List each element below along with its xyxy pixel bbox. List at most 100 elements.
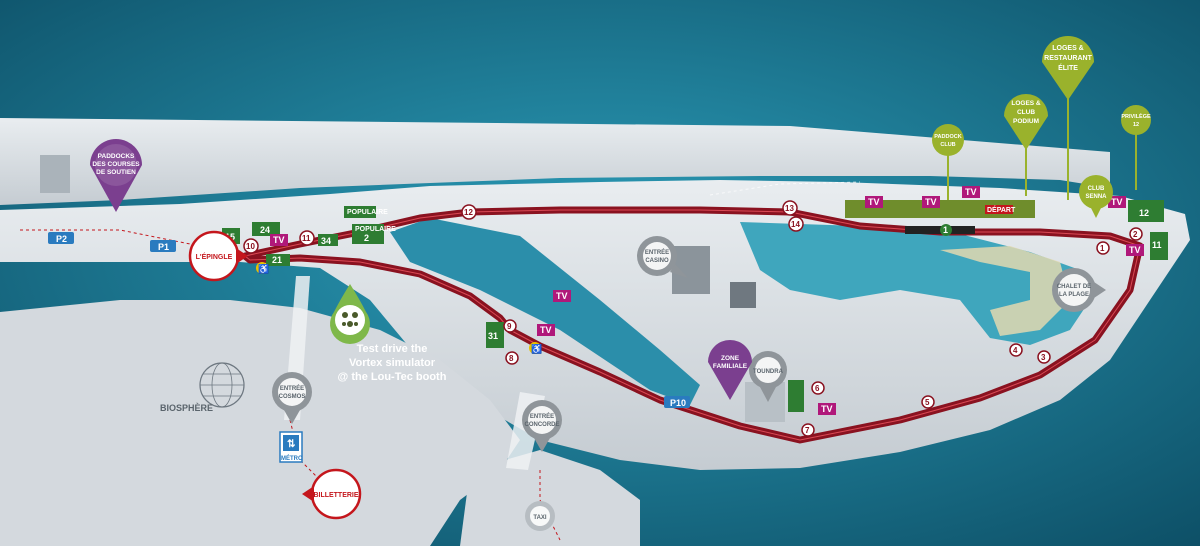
svg-text:12: 12 xyxy=(464,208,473,217)
entree-concorde-label-1: ENTRÉE xyxy=(530,412,554,420)
grandstand-24: 24 xyxy=(252,222,280,236)
metro-icon: ⇅ MÉTRO xyxy=(279,431,303,463)
loges-club-podium-pin[interactable]: LOGES & CLUB PODIUM xyxy=(1004,94,1048,196)
privilege-pin[interactable]: PRIVILÈGE 12 xyxy=(1121,105,1151,190)
svg-text:4: 4 xyxy=(1013,346,1018,355)
svg-text:6: 6 xyxy=(815,384,820,393)
sainte-helene-island xyxy=(0,300,520,546)
svg-text:TV: TV xyxy=(540,325,552,335)
zone-familiale-pin[interactable]: ZONE FAMILIALE xyxy=(708,340,752,400)
svg-text:34: 34 xyxy=(321,236,331,246)
svg-text:24: 24 xyxy=(260,225,270,235)
vortex-simulator-pin[interactable] xyxy=(330,284,370,344)
svg-text:POPULAIRE: POPULAIRE xyxy=(347,209,388,216)
svg-text:7: 7 xyxy=(805,426,810,435)
race-track-edge xyxy=(244,209,1141,441)
parking-p2-icon: P2 xyxy=(48,232,74,244)
grandstand-populaire: POPULAIRE xyxy=(344,206,388,218)
toundra-label: TOUNDRA xyxy=(753,369,784,375)
svg-text:11: 11 xyxy=(1152,240,1162,250)
paddocks-label-2: DES COURSES xyxy=(92,161,140,168)
loges-podium-label-2: CLUB xyxy=(1017,109,1035,116)
tv-marker: TV xyxy=(865,196,883,208)
billetterie-marker[interactable]: BILLETTERIE xyxy=(302,468,362,520)
svg-text:14: 14 xyxy=(791,220,800,229)
turn-marker-3: 3 xyxy=(1037,350,1051,364)
paddocks-pin[interactable]: PADDOCKS DES COURSES DE SOUTIEN xyxy=(90,139,142,212)
tv-marker: TV xyxy=(553,290,571,302)
epingle-marker[interactable]: L'ÉPINGLE xyxy=(188,230,248,282)
entree-concorde-pin[interactable]: ENTRÉE CONCORDE xyxy=(522,400,562,452)
grandstand-1: 1 xyxy=(940,224,952,236)
walk-path-west xyxy=(20,229,241,255)
south-shore xyxy=(460,450,640,546)
entree-casino-pin[interactable]: ENTRÉE CASINO xyxy=(637,236,688,278)
turn-marker-11: 11 xyxy=(299,230,315,246)
turn-marker-2: 2 xyxy=(1129,227,1143,241)
svg-text:1: 1 xyxy=(1100,244,1105,253)
biosphere-label: BIOSPHÈRE xyxy=(160,403,213,413)
turn-marker-8: 8 xyxy=(505,351,519,365)
svg-text:P1: P1 xyxy=(158,242,169,252)
grandstand-11: 11 xyxy=(1150,232,1168,260)
entree-concorde-label-2: CONCORDE xyxy=(524,422,559,428)
entree-casino-label-1: ENTRÉE xyxy=(645,248,669,256)
svg-text:TV: TV xyxy=(965,187,977,197)
promo-line-1: Test drive the xyxy=(357,343,428,355)
tv-marker: TV xyxy=(537,324,555,336)
turn-marker-4: 4 xyxy=(1009,343,1023,357)
billetterie-label: BILLETTERIE xyxy=(313,492,358,499)
svg-text:♿: ♿ xyxy=(531,343,542,354)
parking-p10-icon: P10 xyxy=(664,396,690,408)
svg-text:11: 11 xyxy=(302,234,311,243)
chalet-label-2: LA PLAGE xyxy=(1059,292,1089,298)
parking-p1-icon: P1 xyxy=(150,240,176,252)
turn-marker-14: 14 xyxy=(788,216,804,232)
taxi-label: TAXI xyxy=(533,515,547,521)
svg-text:10: 10 xyxy=(246,242,255,251)
svg-text:♿: ♿ xyxy=(258,263,269,274)
entree-cosmos-label-1: ENTRÉE xyxy=(280,384,304,392)
loges-restaurant-elite-pin[interactable]: LOGES & RESTAURANT ÉLITE xyxy=(1042,36,1094,200)
svg-text:TV: TV xyxy=(556,291,568,301)
svg-text:⇅: ⇅ xyxy=(287,439,296,450)
paddocks-label-3: DE SOUTIEN xyxy=(96,169,136,176)
turn-marker-6: 6 xyxy=(811,381,825,395)
zone-familiale-label-2: FAMILIALE xyxy=(713,363,748,370)
svg-text:1: 1 xyxy=(943,225,948,235)
tv-marker: TV xyxy=(818,403,836,415)
svg-text:3: 3 xyxy=(1041,353,1046,362)
svg-text:POPULAIRE: POPULAIRE xyxy=(355,226,396,233)
grandstand-34: 34 xyxy=(318,234,338,246)
svg-text:12: 12 xyxy=(1139,208,1149,218)
beach-sand xyxy=(940,246,1070,336)
paddock-club-pin[interactable]: PADDOCK CLUB xyxy=(932,124,964,200)
turn-marker-1: 1 xyxy=(1096,241,1110,255)
svg-text:P2: P2 xyxy=(56,234,67,244)
chalet-plage-pin[interactable]: CHALET DE LA PLAGE xyxy=(1052,268,1106,312)
svg-text:P10: P10 xyxy=(670,398,686,408)
svg-text:31: 31 xyxy=(488,331,498,341)
turn-marker-10: 10 xyxy=(243,238,259,254)
promo-line-2: Vortex simulator xyxy=(349,357,436,369)
zone-familiale-label-1: ZONE xyxy=(721,355,740,362)
loges-elite-label-2: RESTAURANT xyxy=(1044,55,1092,62)
club-senna-label-2: SENNA xyxy=(1085,194,1107,200)
svg-text:TV: TV xyxy=(273,235,285,245)
privilege-label-1: PRIVILÈGE xyxy=(1121,112,1151,120)
club-senna-pin[interactable]: CLUB SENNA xyxy=(1079,175,1113,218)
toundra-pin[interactable]: TOUNDRA xyxy=(749,351,787,402)
entree-cosmos-pin[interactable]: ENTRÉE COSMOS xyxy=(272,372,312,424)
paddock-club-label-2: CLUB xyxy=(940,142,955,148)
svg-text:5: 5 xyxy=(925,398,930,407)
svg-text:8: 8 xyxy=(509,354,514,363)
grandstand-31: 31 xyxy=(486,322,504,348)
taxi-pin[interactable]: TAXI xyxy=(525,501,555,531)
svg-text:9: 9 xyxy=(507,322,512,331)
grandstand-12: 12 xyxy=(1128,200,1164,222)
turn-marker-9: 9 xyxy=(503,319,517,333)
building-paddock xyxy=(40,155,70,193)
turn-marker-12: 12 xyxy=(461,204,477,220)
promo-line-3: @ the Lou-Tec booth xyxy=(338,371,447,383)
svg-text:TV: TV xyxy=(868,197,880,207)
